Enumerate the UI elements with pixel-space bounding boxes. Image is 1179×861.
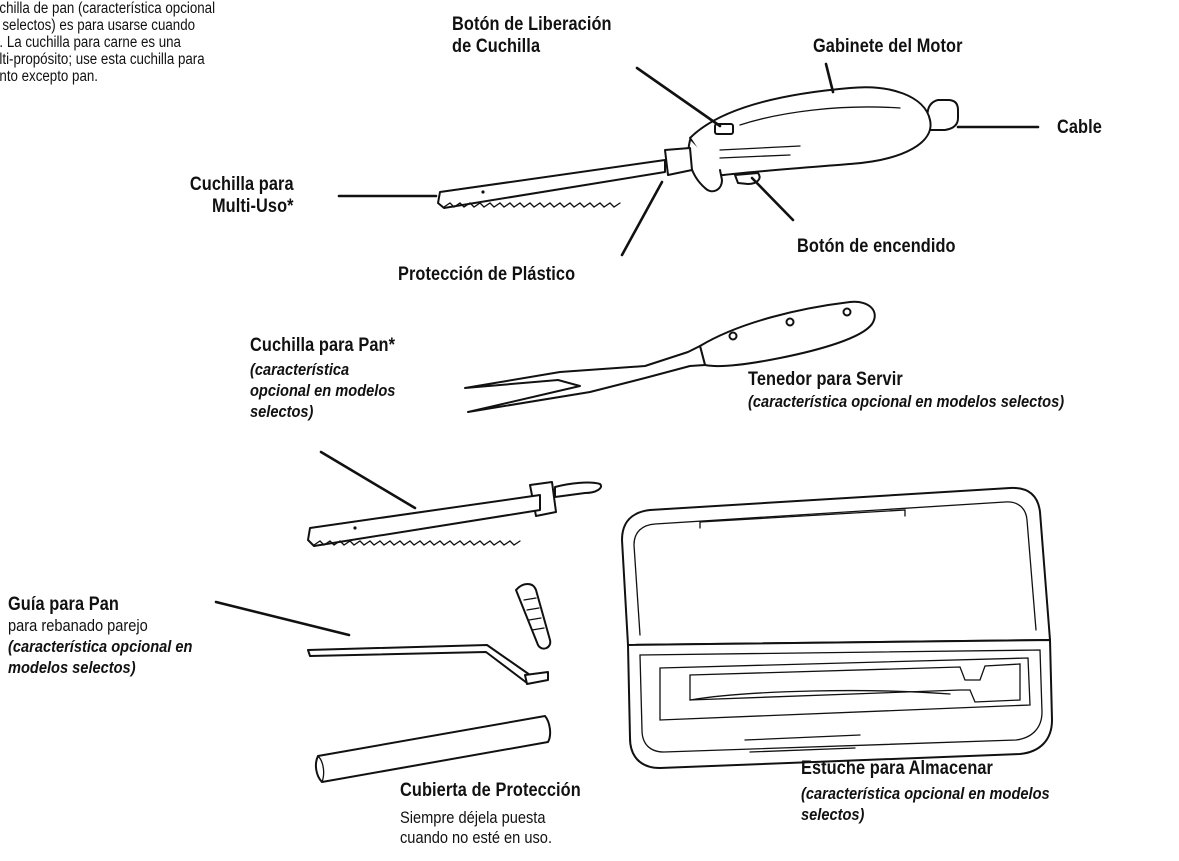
intro-line: uchilla de pan (característica opcional [0, 0, 216, 17]
bread-blade-note-line: selectos) [250, 402, 314, 421]
fork-note: (característica opcional en modelos sele… [748, 392, 1065, 411]
leader-lines [214, 62, 1040, 637]
blade-cover-text-line: Siempre déjela puesta [400, 808, 546, 827]
cord-label: Cable [1057, 117, 1102, 138]
bread-guide-note-line: modelos selectos) [8, 658, 136, 677]
blade-cover-illustration [314, 715, 552, 783]
electric-knife-illustration [437, 86, 959, 209]
bread-blade-title: Cuchilla para Pan* [250, 335, 396, 356]
release-button-label-line1: Botón de Liberación [452, 14, 612, 35]
storage-case-title: Estuche para Almacenar [801, 758, 994, 779]
storage-case-note-line: (característica opcional en modelos [801, 784, 1050, 803]
bread-blade-note-line: opcional en modelos [250, 381, 396, 400]
intro-line: ulti-propósito; use esta cuchilla para [0, 51, 205, 68]
bread-blade-illustration [307, 481, 602, 547]
storage-case-illustration [621, 486, 1053, 769]
multi-blade-label: Cuchilla para Multi-Uso* [190, 174, 294, 218]
blade-cover-label: Cubierta de Protección Siempre déjela pu… [400, 780, 610, 848]
power-button-label: Botón de encendido [797, 236, 956, 257]
blade-cover-text-line: cuando no esté en uso. [400, 828, 553, 847]
intro-line: ento excepto pan. [0, 68, 98, 85]
bread-guide-title: Guía para Pan [8, 594, 120, 615]
storage-case-note-line: selectos) [801, 805, 865, 824]
release-button-label: Botón de Liberación de Cuchilla [452, 14, 612, 58]
storage-case-label: Estuche para Almacenar (característica o… [801, 758, 1090, 825]
bread-blade-label: Cuchilla para Pan* (característica opcio… [250, 335, 419, 422]
intro-line: s selectos) es para usarse cuando [0, 17, 196, 34]
bread-guide-illustration [307, 583, 552, 685]
bread-guide-label: Guía para Pan para rebanado parejo (cara… [8, 594, 222, 678]
bread-guide-subtitle: para rebanado parejo [8, 616, 148, 635]
multi-blade-label-line2: Multi-Uso* [212, 196, 294, 217]
release-button-label-line2: de Cuchilla [452, 36, 541, 57]
serving-fork-illustration [464, 300, 876, 413]
fork-title: Tenedor para Servir [748, 369, 903, 390]
bread-blade-note-line: (característica [250, 360, 350, 379]
motor-housing-label: Gabinete del Motor [813, 36, 963, 57]
bread-guide-note-line: (característica opcional en [8, 637, 193, 656]
multi-blade-label-line1: Cuchilla para [190, 174, 294, 195]
intro-paragraph: uchilla de pan (característica opcional … [0, 0, 215, 85]
intro-line: n. La cuchilla para carne es una [0, 34, 181, 51]
plastic-guard-label: Protección de Plástico [398, 264, 576, 285]
blade-cover-title: Cubierta de Protección [400, 780, 581, 801]
fork-label: Tenedor para Servir (característica opci… [748, 369, 1116, 412]
